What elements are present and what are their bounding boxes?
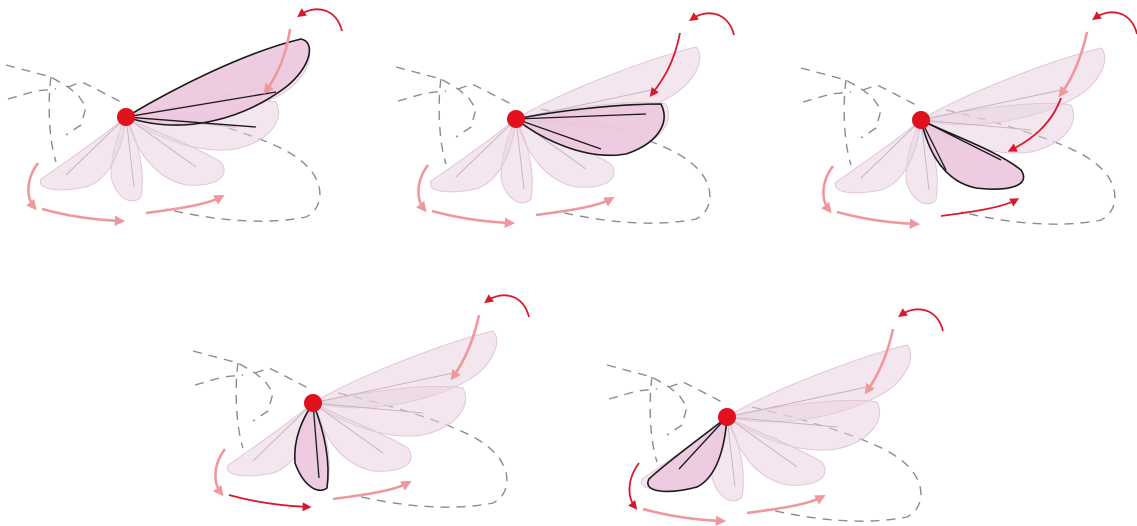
stage-2-pivot [507, 110, 525, 128]
stage-5-pivot [718, 408, 736, 426]
stage-4-arrow-bottom [229, 495, 308, 507]
stage-5 [607, 309, 943, 521]
stage-2-arrow-curl [692, 13, 734, 35]
stage-3-pivot [912, 111, 930, 129]
stage-3-arrow-left-curl [823, 166, 833, 210]
stage-1-arrow-right [146, 197, 221, 213]
stage-2-arrow-left-curl [418, 165, 428, 209]
stage-1 [6, 9, 342, 221]
stage-3-arrow-curl [1095, 12, 1137, 34]
stage-2-arrow-right [536, 199, 611, 215]
stage-3-arrow-bottom [837, 212, 916, 224]
stage-1-arrow-curl [300, 9, 342, 31]
stage-1-arrow-bottom [42, 209, 121, 221]
stage-5-arrow-left-curl [629, 463, 639, 507]
stage-4-pivot [304, 394, 322, 412]
stage-1-pivot [117, 108, 135, 126]
stage-4-arrow-left-curl [215, 449, 225, 493]
stage-3-arrow-right [941, 200, 1016, 216]
stage-4-arrow-curl [487, 295, 529, 317]
stage-5-arrow-curl [901, 309, 943, 331]
stage-5-arrow-bottom [643, 509, 722, 521]
stage-4-arrow-right [333, 483, 408, 499]
stage-2-arrow-bottom [432, 211, 511, 223]
stage-3 [801, 12, 1137, 224]
stage-4 [193, 295, 529, 507]
stage-5-arrow-right [747, 497, 822, 513]
stage-1-arrow-left-curl [28, 163, 38, 207]
stage-2 [396, 13, 734, 223]
